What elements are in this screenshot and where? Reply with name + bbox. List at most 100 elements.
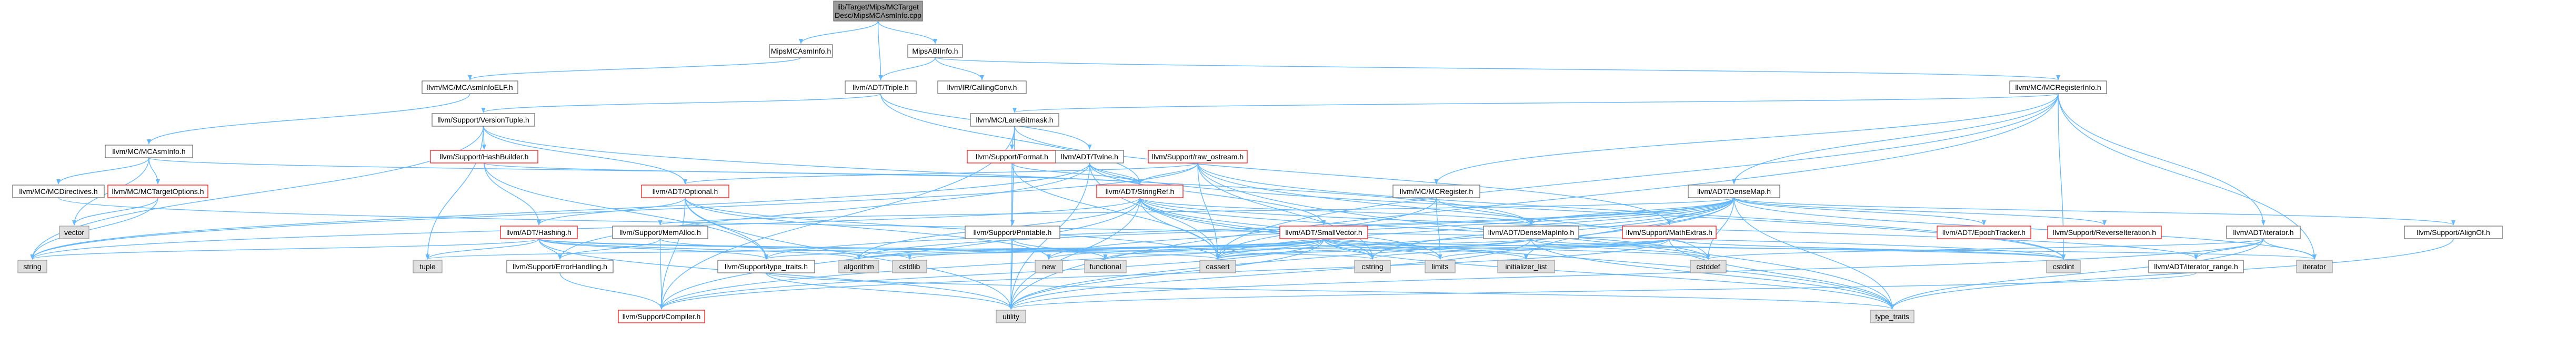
node-label: llvm/Support/raw_ostream.h [1152,152,1244,161]
node-initializer_list[interactable]: initializer_list [1497,260,1555,273]
edge-twine-to-cassert [1089,162,1220,260]
node-mcasminfo[interactable]: llvm/MC/MCAsmInfo.h [105,145,193,158]
node-label: llvm/MC/MCTargetOptions.h [112,187,204,196]
node-errorhandling[interactable]: llvm/Support/ErrorHandling.h [506,260,614,273]
node-cassert[interactable]: cassert [1199,260,1236,273]
node-label: llvm/MC/MCRegister.h [1400,187,1473,196]
node-epochtracker[interactable]: llvm/ADT/EpochTracker.h [1937,226,2031,239]
node-typetraits[interactable]: type_traits [1870,310,1915,323]
node-triple[interactable]: llvm/ADT/Triple.h [845,80,917,94]
node-algorithm[interactable]: algorithm [838,260,879,273]
node-string[interactable]: string [17,260,47,273]
node-mipsabiinfo[interactable]: MipsABIInfo.h [907,44,963,58]
node-box [1483,226,1579,239]
node-iterator[interactable]: llvm/ADT/iterator.h [2226,226,2301,239]
node-label: llvm/Support/MathExtras.h [1626,228,1712,237]
node-label: cstring [1361,262,1383,271]
node-format[interactable]: llvm/Support/Format.h [967,150,1057,164]
node-callingconv[interactable]: llvm/IR/CallingConv.h [937,80,1027,94]
node-new[interactable]: new [1035,260,1063,273]
edge-mipsabiinfo-to-triple [878,57,936,80]
node-box [12,185,105,198]
node-mcregister[interactable]: llvm/MC/MCRegister.h [1392,185,1480,198]
node-box [1199,260,1236,273]
node-box [506,260,614,273]
edge-hashing-to-typetraitsllvm [538,238,768,260]
node-asminfoelf[interactable]: llvm/MC/MCAsmInfoELF.h [422,80,518,94]
edge-rawostream-to-cstddef [1197,162,1710,260]
node-hashbuilder[interactable]: llvm/Support/HashBuilder.h [430,150,538,164]
node-label: llvm/IR/CallingConv.h [947,83,1017,91]
node-compiler[interactable]: llvm/Support/Compiler.h [618,310,705,323]
node-mipsmcasminfo[interactable]: MipsMCAsmInfo.h [769,44,833,58]
node-printable[interactable]: llvm/Support/Printable.h [965,226,1060,239]
edge-mathextras-to-cassert [1216,238,1670,260]
node-box [500,226,578,239]
node-label: llvm/ADT/iterator.h [2233,228,2293,237]
node-mathextras[interactable]: llvm/Support/MathExtras.h [1622,226,1717,239]
node-iteratorrange[interactable]: llvm/ADT/iterator_range.h [2148,260,2244,273]
node-box [907,44,963,58]
node-utility[interactable]: utility [996,310,1026,323]
node-densemapinfo[interactable]: llvm/ADT/DenseMapInfo.h [1483,226,1579,239]
edge-stringref-to-typetraits [1139,197,1895,310]
node-box [107,185,208,198]
node-smallvector[interactable]: llvm/ADT/SmallVector.h [1279,226,1368,239]
node-cstring[interactable]: cstring [1354,260,1391,273]
node-box [1354,260,1391,273]
edge-mathextras-to-compiler [659,238,1670,310]
node-cstdlib[interactable]: cstdlib [892,260,927,273]
node-cstddef[interactable]: cstddef [1690,260,1727,273]
node-box [892,260,927,273]
node-label: llvm/Support/Format.h [976,152,1048,161]
node-memalloc[interactable]: llvm/Support/MemAlloc.h [612,226,708,239]
node-lanebitmask[interactable]: llvm/MC/LaneBitmask.h [970,113,1059,127]
node-densemap[interactable]: llvm/ADT/DenseMap.h [1688,185,1780,198]
node-iteratorstd[interactable]: iterator [2296,260,2333,273]
node-label: llvm/ADT/DenseMapInfo.h [1488,228,1574,237]
node-hashing[interactable]: llvm/ADT/Hashing.h [500,226,578,239]
node-box [937,80,1027,94]
edge-densemapinfo-to-utility [1009,238,1532,310]
node-limits[interactable]: limits [1425,260,1456,273]
edge-iterator-to-cstddef [1706,238,2264,260]
node-tuple[interactable]: tuple [413,260,443,273]
node-label: llvm/Support/MemAlloc.h [619,228,701,237]
node-root[interactable]: lib/Target/Mips/MCTargetDesc/MipsMCAsmIn… [833,1,923,22]
node-label: llvm/Support/VersionTuple.h [437,116,529,124]
node-box [105,145,193,158]
node-targetoptions[interactable]: llvm/MC/MCTargetOptions.h [107,185,208,198]
node-cstdint[interactable]: cstdint [2046,260,2081,273]
node-reginfo[interactable]: llvm/MC/MCRegisterInfo.h [2009,80,2107,94]
node-twine[interactable]: llvm/ADT/Twine.h [1055,150,1124,164]
node-stringref[interactable]: llvm/ADT/StringRef.h [1096,185,1184,198]
node-typetraitsllvm[interactable]: llvm/Support/type_traits.h [717,260,815,273]
node-vector[interactable]: vector [59,226,89,239]
node-label: llvm/ADT/Optional.h [653,187,718,196]
node-versiontuple[interactable]: llvm/Support/VersionTuple.h [432,113,535,127]
edge-iterator-to-utility [1009,238,2264,310]
node-functional[interactable]: functional [1084,260,1127,273]
node-box [1279,226,1368,239]
node-box [413,260,443,273]
node-rawostream[interactable]: llvm/Support/raw_ostream.h [1148,150,1248,164]
node-box [618,310,705,323]
node-directives[interactable]: llvm/MC/MCDirectives.h [12,185,105,198]
node-optional[interactable]: llvm/ADT/Optional.h [641,185,729,198]
edge-reginfo-to-densemap [1732,93,2059,185]
node-alignof[interactable]: llvm/Support/AlignOf.h [2404,226,2503,239]
node-label: llvm/ADT/SmallVector.h [1285,228,1362,237]
edges-layer [30,21,2455,310]
edge-rawostream-to-cstdint [1197,162,2066,260]
node-box [1055,150,1124,164]
node-label: llvm/ADT/Triple.h [853,83,909,91]
edge-mcasminfo-to-targetoptions [148,157,160,185]
node-box [612,226,708,239]
node-label: MipsMCAsmInfo.h [771,47,831,55]
node-box [833,1,923,22]
node-label: lib/Target/Mips/MCTarget [837,3,919,11]
node-reverseiteration[interactable]: llvm/Support/ReverseIteration.h [2047,226,2162,239]
node-box [1096,185,1184,198]
node-box [641,185,729,198]
edge-targetoptions-to-vector [72,197,158,226]
